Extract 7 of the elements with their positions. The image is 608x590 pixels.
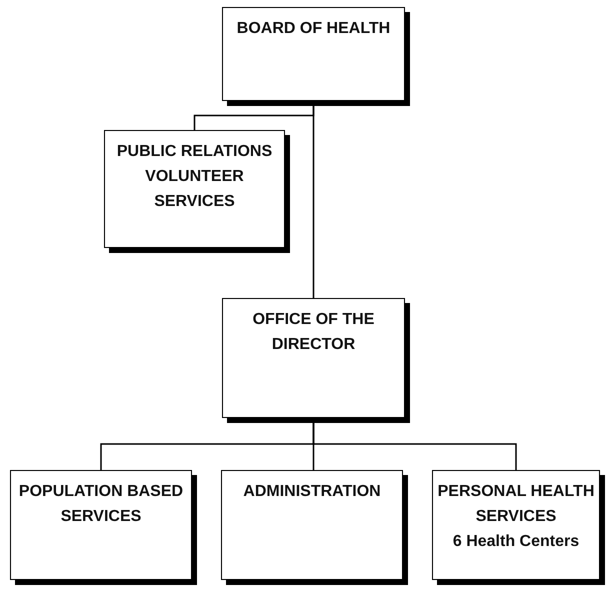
box-label: ADMINISTRATION [242, 482, 382, 502]
box-label: 6 Health Centers [452, 532, 580, 552]
box-label: PUBLIC RELATIONS VOLUNTEER SERVICES [116, 142, 274, 212]
box-label: PERSONAL HEALTH SERVICES [436, 482, 596, 527]
box-label: OFFICE OF THE DIRECTOR [252, 310, 376, 355]
box-label: BOARD OF HEALTH [236, 19, 392, 39]
box-label: POPULATION BASED SERVICES [18, 482, 184, 527]
